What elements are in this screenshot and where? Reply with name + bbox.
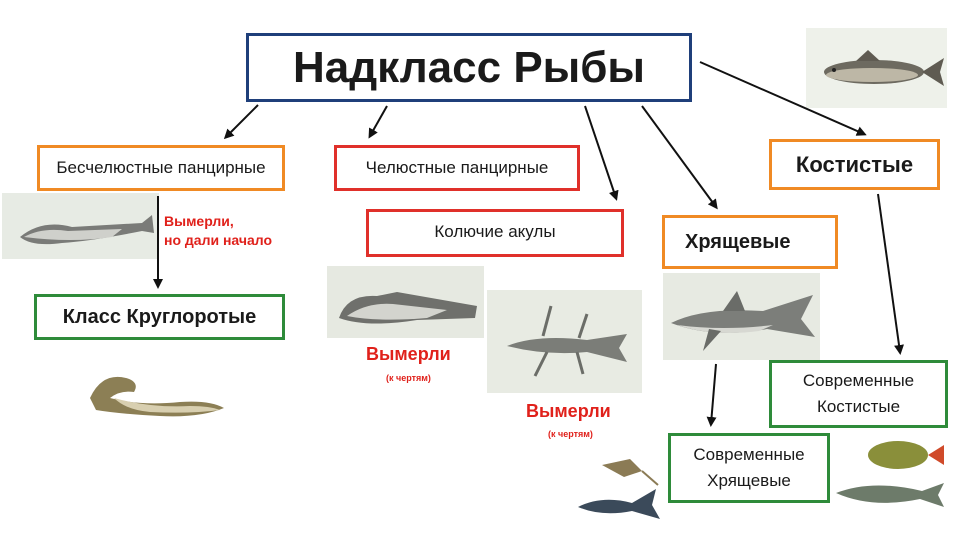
arrow-to-bony [699, 61, 867, 136]
cyclostomes-box: Класс Круглоротые [34, 294, 285, 340]
modern-cartilaginous-box: Современные Хрящевые [668, 433, 830, 503]
cartilaginous-box: Хрящевые [662, 215, 838, 269]
extinct-gave-rise-note: Вымерли, но дали начало [164, 212, 272, 250]
bony-fish-label: Костистые [795, 151, 914, 177]
extinct-note-1-small: (к чертям) [386, 373, 431, 383]
diagram-title: Надкласс Рыбы [293, 42, 645, 92]
arrow-to-modern-bony [877, 193, 904, 355]
modern-cartilaginous-line1: Современные [693, 445, 805, 464]
spiny-shark-photo [487, 290, 642, 393]
extinct-note-2: Вымерли [526, 401, 611, 421]
arrow-to-jawed [368, 105, 388, 139]
jawless-fish-photo [2, 193, 159, 259]
cyclostomes-label: Класс Круглоротые [62, 305, 257, 328]
cartilaginous-label: Хрящевые [685, 230, 791, 253]
jawless-armored-box: Бесчелюстные панцирные [37, 145, 285, 191]
extinct-gave-rise-line1: Вымерли, [164, 213, 234, 229]
shark-photo [663, 273, 820, 360]
jawed-armored-fish-photo [327, 266, 484, 338]
arrow-to-jawless [223, 104, 259, 140]
title-box: Надкласс Рыбы [246, 33, 692, 102]
modern-sharks-photo [572, 445, 664, 523]
jawed-armored-label: Челюстные панцирные [365, 158, 549, 177]
bony-fish-photo [806, 28, 947, 108]
extinct-note-2-small: (к чертям) [548, 429, 593, 439]
modern-bony-box: Современные Костистые [769, 360, 948, 428]
modern-bony-line2: Костистые [816, 397, 901, 416]
spiny-sharks-box: Колючие акулы [366, 209, 624, 257]
jawless-armored-label: Бесчелюстные панцирные [56, 158, 266, 177]
modern-cartilaginous-line2: Хрящевые [707, 471, 791, 490]
cyclostome-photo [80, 362, 228, 426]
arrow-to-modern-cartilaginous [706, 363, 717, 427]
arrow-to-spiny-sharks [584, 105, 619, 201]
extinct-note-1: Вымерли [366, 344, 451, 364]
jawed-armored-box: Челюстные панцирные [334, 145, 580, 191]
bony-fish-box: Костистые [769, 139, 940, 190]
modern-bony-fish-photo [832, 433, 947, 517]
extinct-gave-rise-line2: но дали начало [164, 232, 273, 248]
arrow-to-cartilaginous [641, 105, 718, 210]
modern-bony-line1: Современные [802, 371, 915, 390]
spiny-sharks-label: Колючие акулы [434, 222, 556, 241]
